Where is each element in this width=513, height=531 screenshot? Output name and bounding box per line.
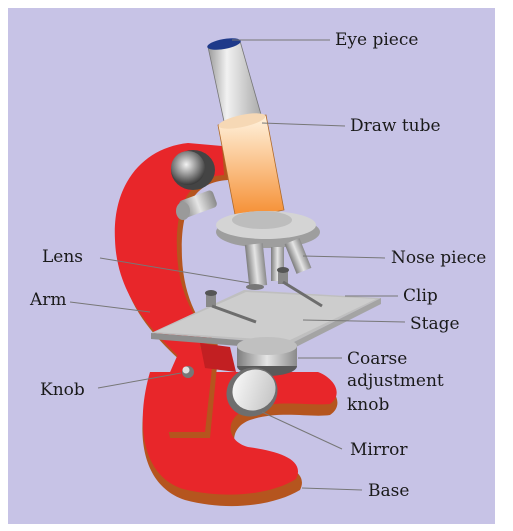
knob <box>182 366 194 378</box>
label-coarse-line1: Coarse <box>347 349 407 369</box>
coarse-adjustment-knob-top <box>171 150 215 190</box>
label-coarse-line2: adjustment <box>347 371 444 391</box>
label-clip: Clip <box>403 286 438 306</box>
label-nose-piece: Nose piece <box>391 248 486 268</box>
label-arm: Arm <box>29 290 67 310</box>
label-stage: Stage <box>410 314 460 334</box>
label-draw-tube: Draw tube <box>350 116 441 136</box>
nose-piece <box>216 211 320 248</box>
label-coarse-line3: knob <box>347 395 389 415</box>
label-base: Base <box>368 481 409 501</box>
label-knob: Knob <box>40 380 85 400</box>
label-mirror: Mirror <box>350 440 408 460</box>
label-eye-piece: Eye piece <box>335 30 418 50</box>
label-lens: Lens <box>42 247 83 267</box>
